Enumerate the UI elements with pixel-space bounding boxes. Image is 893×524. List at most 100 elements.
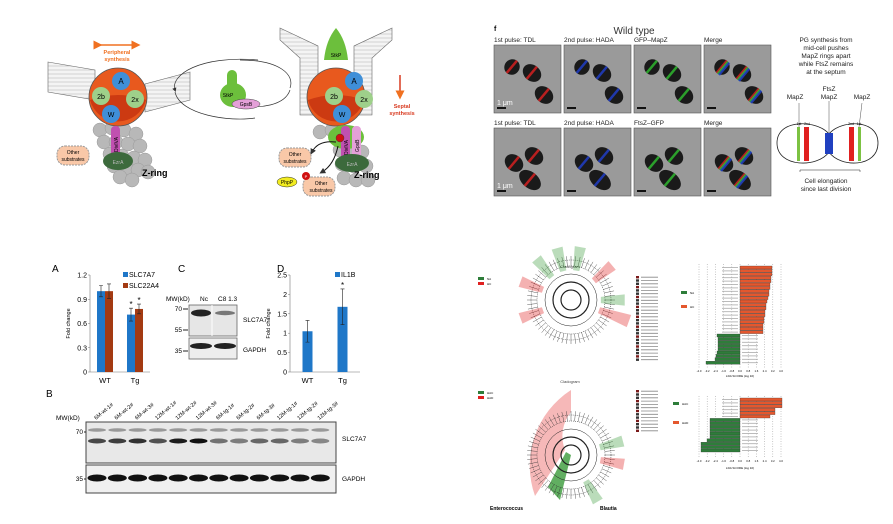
y-tick-label: 0.6: [77, 321, 87, 328]
fluorescent-band: [507, 155, 520, 170]
explanation-text: PG synthesis from mid-cell pushes MapZ r…: [787, 37, 871, 193]
pulse-label: 2nd: [848, 122, 854, 126]
cladogram-branch: [574, 333, 576, 344]
fluorescent-band: [717, 155, 730, 170]
cladogram-ring: [544, 428, 598, 482]
lda-bar-negative: [709, 421, 741, 425]
legend-label: HAD: [682, 421, 689, 425]
gpsB-label: GpsB: [240, 102, 253, 108]
fluorescent-band: [750, 89, 763, 104]
panel-letter: f: [494, 26, 497, 33]
lda-bar-positive: [739, 316, 765, 321]
lda-bar-positive: [739, 306, 767, 310]
y-tick-label: 1: [283, 331, 287, 338]
fluorescent-band: [537, 87, 550, 102]
explain-line: mid-cell pushes: [803, 45, 849, 52]
cladogram-branch: [604, 461, 615, 465]
clade-highlight: [518, 276, 545, 293]
lda-xlabel: LDA SCORE (log 10): [726, 466, 754, 470]
bar: [337, 306, 348, 372]
error-bar: [340, 288, 345, 325]
fluorescent-band: [738, 149, 752, 164]
cladogram-branch: [530, 468, 541, 474]
clade-key: [636, 342, 639, 345]
blot-b: B MW(kD) 6M-wt-1#6M-wt-2#6M-wt-3#12M-wt-…: [46, 389, 367, 494]
explain-line: MapZ rings apart: [801, 53, 850, 60]
scale-label: 1 μm: [497, 183, 513, 190]
bar: [302, 331, 313, 372]
cladogram-branch: [584, 485, 590, 496]
pbp-a-label: A: [351, 77, 357, 86]
legend-label: HC: [690, 305, 695, 309]
lda-bar-negative: [709, 428, 741, 432]
cladogram-branch: [561, 256, 565, 267]
taxon-label: Blautia: [600, 506, 617, 512]
cladogram-branch: [577, 256, 581, 267]
scale-label: 1 μm: [497, 100, 513, 107]
lda-bar-negative: [717, 340, 741, 344]
clade-key: [636, 335, 639, 338]
lda-bar-positive: [739, 320, 765, 324]
cladogram-branch: [590, 419, 598, 428]
clade-key: [636, 276, 639, 279]
lda-tick: -3.2: [705, 459, 710, 463]
lda-bar-positive: [739, 279, 772, 283]
cladogram-branch: [532, 432, 542, 439]
fluorescent-band: [505, 59, 518, 74]
band-gapdh: [270, 474, 290, 482]
phpP-label: PhpP: [281, 180, 294, 186]
mapz-label: MapZ: [821, 94, 838, 101]
cladogram-branch: [596, 270, 604, 278]
clade-key: [636, 299, 639, 302]
y-tick-label: 1.2: [77, 273, 87, 280]
cladogram-branch: [529, 465, 539, 469]
cladogram-branch: [538, 477, 546, 485]
band-faint: [88, 428, 106, 432]
cladogram-branch: [604, 306, 615, 310]
cladogram-branch: [593, 480, 601, 488]
other-substrates-label: Other: [289, 152, 302, 158]
panel-label: 2nd pulse: HADA: [564, 37, 615, 44]
lda-bar-positive: [739, 272, 773, 276]
cladogram-branch: [581, 487, 585, 497]
band-slc7a7: [128, 438, 147, 444]
cladogram-branch: [548, 261, 555, 271]
ftsz-label: FtsZ: [823, 86, 836, 93]
panel-label: FtsZ–GFP: [634, 120, 664, 127]
clade-key: [636, 393, 639, 396]
y-tick-label: 1.5: [277, 311, 287, 318]
clade-highlight: [591, 261, 616, 284]
cladogram-branch: [584, 414, 590, 425]
clade-key: [636, 345, 639, 348]
band-faint: [250, 428, 269, 432]
clade-key: [636, 312, 639, 315]
band-faint: [108, 428, 127, 432]
mapz-label: MapZ: [787, 94, 804, 101]
cladogram-branch: [600, 471, 610, 478]
lda-bar-negative: [700, 442, 741, 446]
cladogram-branch: [535, 273, 544, 281]
panel-label: Merge: [704, 120, 723, 127]
cladogram-ring: [560, 289, 582, 311]
lane-label: 6M-wt-3#: [134, 402, 156, 422]
ezrA-label: EzrA: [113, 160, 125, 166]
marker-label: 70: [76, 429, 84, 436]
clade-key: [636, 419, 639, 423]
panel-letter: A: [52, 264, 59, 275]
legend-swatch: [335, 272, 340, 277]
lda-bar-negative: [709, 418, 741, 422]
error-bar: [107, 283, 111, 299]
cladogram-branch: [601, 436, 612, 442]
cladogram-branch: [530, 281, 541, 287]
marker-label: 70: [175, 306, 183, 313]
cladogram-branch: [603, 310, 613, 314]
legend-label: HC: [487, 282, 492, 286]
lane-label: 6M-tg-2#: [236, 402, 257, 421]
cladogram-branch: [601, 313, 612, 319]
fluorescent-band: [747, 87, 760, 102]
other-substrates-label: substrates: [283, 159, 307, 165]
clade-key: [636, 399, 639, 403]
explain-line: while FtsZ remains: [798, 61, 854, 68]
cladogram-branch: [541, 422, 549, 430]
lda-bar-positive: [739, 299, 768, 304]
